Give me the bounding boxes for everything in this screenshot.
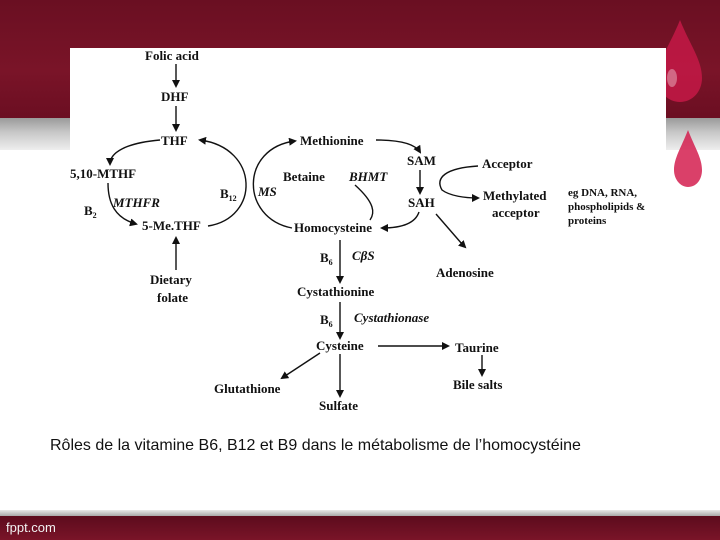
footer-brand: fppt.com xyxy=(6,520,56,535)
acceptor-examples-line2: phospholipids & xyxy=(568,201,645,213)
cofactor-b2: B2 xyxy=(84,203,97,220)
node-sulfate: Sulfate xyxy=(319,398,358,413)
node-dhf: DHF xyxy=(161,89,189,104)
cofactor-b12: B12 xyxy=(220,186,237,203)
node-adenosine: Adenosine xyxy=(436,265,494,280)
node-dietary-folate-line2: folate xyxy=(157,290,188,305)
enzyme-cystathionase: Cystathionase xyxy=(354,310,429,325)
node-methionine: Methionine xyxy=(300,133,364,148)
node-folic-acid: Folic acid xyxy=(145,48,200,63)
node-thf: THF xyxy=(161,133,188,148)
node-dietary-folate-line1: Dietary xyxy=(150,272,192,287)
arrow-sah-to-adenosine xyxy=(435,213,463,245)
blood-drop-decoration xyxy=(658,20,702,187)
footer-band xyxy=(0,510,720,540)
enzyme-cbs: CβS xyxy=(352,248,375,263)
node-sah: SAH xyxy=(408,195,435,210)
figure-caption: Rôles de la vitamine B6, B12 et B9 dans … xyxy=(50,437,581,454)
arrow-homocysteine-to-methionine xyxy=(252,137,297,229)
node-homocysteine: Homocysteine xyxy=(294,220,372,235)
cofactor-b6-cystathionase: B6 xyxy=(320,312,333,329)
pathway-diagram: Folic acid DHF THF 5,10-MTHF MTHFR B2 5-… xyxy=(70,48,645,413)
arrow-sah-to-homocysteine xyxy=(380,211,420,232)
homocysteine-pathway-figure: Folic acid DHF THF 5,10-MTHF MTHFR B2 5-… xyxy=(70,48,666,416)
cofactor-b6-cbs: B6 xyxy=(320,250,333,267)
arrow-acceptor-to-methylated-acceptor xyxy=(439,165,480,202)
node-cystathionine: Cystathionine xyxy=(297,284,375,299)
arrow-cysteine-to-glutathione xyxy=(280,352,321,380)
node-glutathione: Glutathione xyxy=(214,381,281,396)
node-taurine: Taurine xyxy=(455,340,499,355)
node-betaine: Betaine xyxy=(283,169,325,184)
acceptor-examples-line1: eg DNA, RNA, xyxy=(568,187,637,199)
node-methylated-acceptor-line2: acceptor xyxy=(492,205,540,220)
node-methylated-acceptor-line1: Methylated xyxy=(483,188,547,203)
arrow-5-10-mthf-to-5-me-thf xyxy=(107,182,138,227)
acceptor-examples-line3: proteins xyxy=(568,215,607,227)
footer-stripe xyxy=(0,510,720,516)
node-sam: SAM xyxy=(407,153,436,168)
arrow-thf-to-5-10-mthf xyxy=(106,139,161,166)
node-5-10-mthf: 5,10-MTHF xyxy=(70,166,136,181)
arrow-5-me-thf-to-thf xyxy=(198,136,247,227)
node-5-me-thf: 5-Me.THF xyxy=(142,218,201,233)
enzyme-ms: MS xyxy=(257,184,277,199)
enzyme-mthfr: MTHFR xyxy=(112,195,160,210)
node-bile-salts: Bile salts xyxy=(453,377,502,392)
arrow-betaine-link xyxy=(354,184,374,221)
arrow-methionine-to-sam xyxy=(375,139,422,154)
node-cysteine: Cysteine xyxy=(316,338,364,353)
node-acceptor: Acceptor xyxy=(482,156,533,171)
enzyme-bhmt: BHMT xyxy=(348,169,388,184)
